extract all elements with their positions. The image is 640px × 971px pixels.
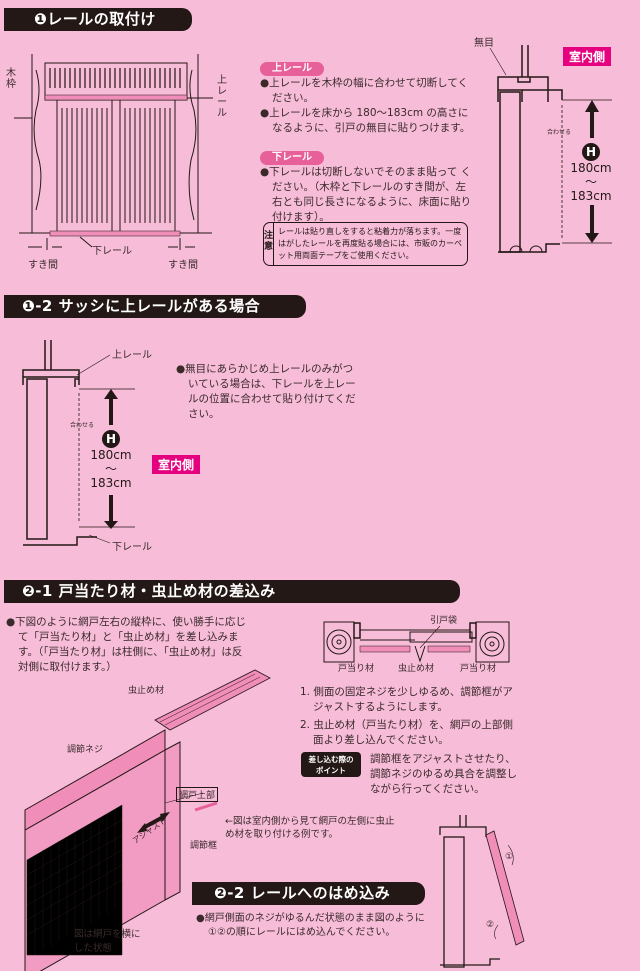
- indoor-side-tag: 室内側: [563, 47, 612, 66]
- upper-rail-tag: 上レール: [260, 62, 324, 76]
- step-2-marker: ②: [486, 920, 495, 930]
- section-2-2-header: ❷-2 レールへのはめ込み: [192, 882, 425, 905]
- caution-label: 注意: [264, 223, 275, 265]
- height-measure: H 180cm ～ 183cm: [86, 430, 136, 490]
- screen-top-label: 網戸上部: [176, 787, 219, 802]
- upper-rail-label: 上レール: [217, 75, 227, 119]
- door-stop-left-label: 戸当り材: [338, 664, 375, 674]
- height-tilde: ～: [104, 462, 117, 476]
- point-badge: 差し込む際のポイント: [301, 752, 361, 777]
- step-1-marker: ①: [505, 852, 514, 862]
- lower-rail-item: ●下レールは切断しないでそのまま貼って ください。（木枠と下レールのすき間が、左…: [260, 166, 472, 223]
- door-pull-label: 引戸袋: [430, 616, 458, 626]
- h-marker: H: [102, 430, 120, 448]
- lower-rail-tag: 下レール: [260, 151, 324, 165]
- bug-stop-label: 虫止め材: [398, 664, 435, 674]
- section-1-header: ❶レールの取付け: [4, 8, 192, 31]
- bug-stop-label: 虫止め材: [128, 686, 165, 696]
- height-tilde: ～: [584, 175, 597, 189]
- align-label: 合わせる: [70, 422, 95, 429]
- door-stop-right-label: 戸当り材: [460, 664, 497, 674]
- section-2-1-header: ❷-1 戸当たり材・虫止め材の差込み: [4, 580, 460, 603]
- step-item: 2. 虫止め材（戸当たり材）を、網戸の上部側面より差し込んでください。: [300, 719, 513, 746]
- upper-rail-item: ●上レールを木枠の幅に合わせて切断してください。: [260, 77, 469, 104]
- step-item: 1. 側面の固定ネジを少しゆるめ、調節框がアジャストするようにします。: [300, 686, 513, 713]
- upper-rail-label: 上レール: [112, 350, 152, 361]
- height-min: 180cm: [90, 448, 132, 462]
- existing-rail-text: ●無目にあらかじめ上レールのみがついている場合は、下レールを上レールの位置に合わ…: [176, 363, 356, 420]
- insert-text: ●下図のように網戸左右の縦枠に、使い勝手に応じて「戸当たり材」と「虫止め材」を差…: [6, 616, 246, 673]
- gap-left-label: すき間: [28, 260, 58, 271]
- fit-text: ●網戸側面のネジがゆるんだ状態のまま図のように①②の順にレールにはめ込んでくださ…: [196, 913, 425, 938]
- screen-door-illustration: [24, 669, 271, 971]
- adjust-screw-label: 調節ネジ: [67, 745, 104, 755]
- caution-text: レールは貼り直しをすると粘着力が落ちます。一度はがしたレールを再度貼る場合には、…: [278, 227, 463, 260]
- sideways-note: 図は網戸を横にした状態: [74, 929, 141, 954]
- frame-label: 木枠: [6, 68, 16, 90]
- upper-rail-item: ●上レールを床から 180～183cm の高さになるように、引戸の無目に貼りつけ…: [260, 107, 471, 134]
- height-max: 183cm: [570, 189, 612, 203]
- example-note: ←図は室内側から見て網戸の左側に虫止め材を取り付ける例です。: [225, 816, 395, 840]
- height-measure: H 180cm ～ 183cm: [566, 143, 616, 203]
- section-1-2-header: ❶-2 サッシに上レールがある場合: [4, 295, 306, 318]
- height-max: 183cm: [90, 476, 132, 490]
- align-label: 合わせる: [547, 129, 572, 136]
- cross-section-illustration: [323, 621, 510, 663]
- caution-box: 注意 レールは貼り直しをすると粘着力が落ちます。一度はがしたレールを再度貼る場合…: [263, 222, 468, 266]
- side-section-illustration: [489, 45, 612, 253]
- door-frame-illustration: [14, 54, 213, 250]
- h-marker: H: [582, 143, 600, 161]
- rail-fitting-illustration: [439, 815, 525, 968]
- mullion-label: 無目: [474, 38, 494, 49]
- gap-right-label: すき間: [168, 260, 198, 271]
- existing-rail-illustration: [22, 340, 135, 546]
- adjust-frame-label: 調節框: [190, 841, 218, 851]
- lower-rail-label: 下レール: [92, 246, 132, 257]
- lower-rail-label: 下レール: [112, 542, 152, 553]
- insert-steps: 1. 側面の固定ネジを少しゆるめ、調節框がアジャストするようにします。 2. 虫…: [300, 685, 520, 748]
- height-min: 180cm: [570, 161, 612, 175]
- point-text: 調節框をアジャストさせたり、調節ネジのゆるめ具合を調整しながら行ってください。: [370, 753, 517, 795]
- indoor-side-tag: 室内側: [152, 455, 201, 474]
- rail-instructions: 上レール ●上レールを木枠の幅に合わせて切断してください。 ●上レールを床から …: [260, 56, 472, 225]
